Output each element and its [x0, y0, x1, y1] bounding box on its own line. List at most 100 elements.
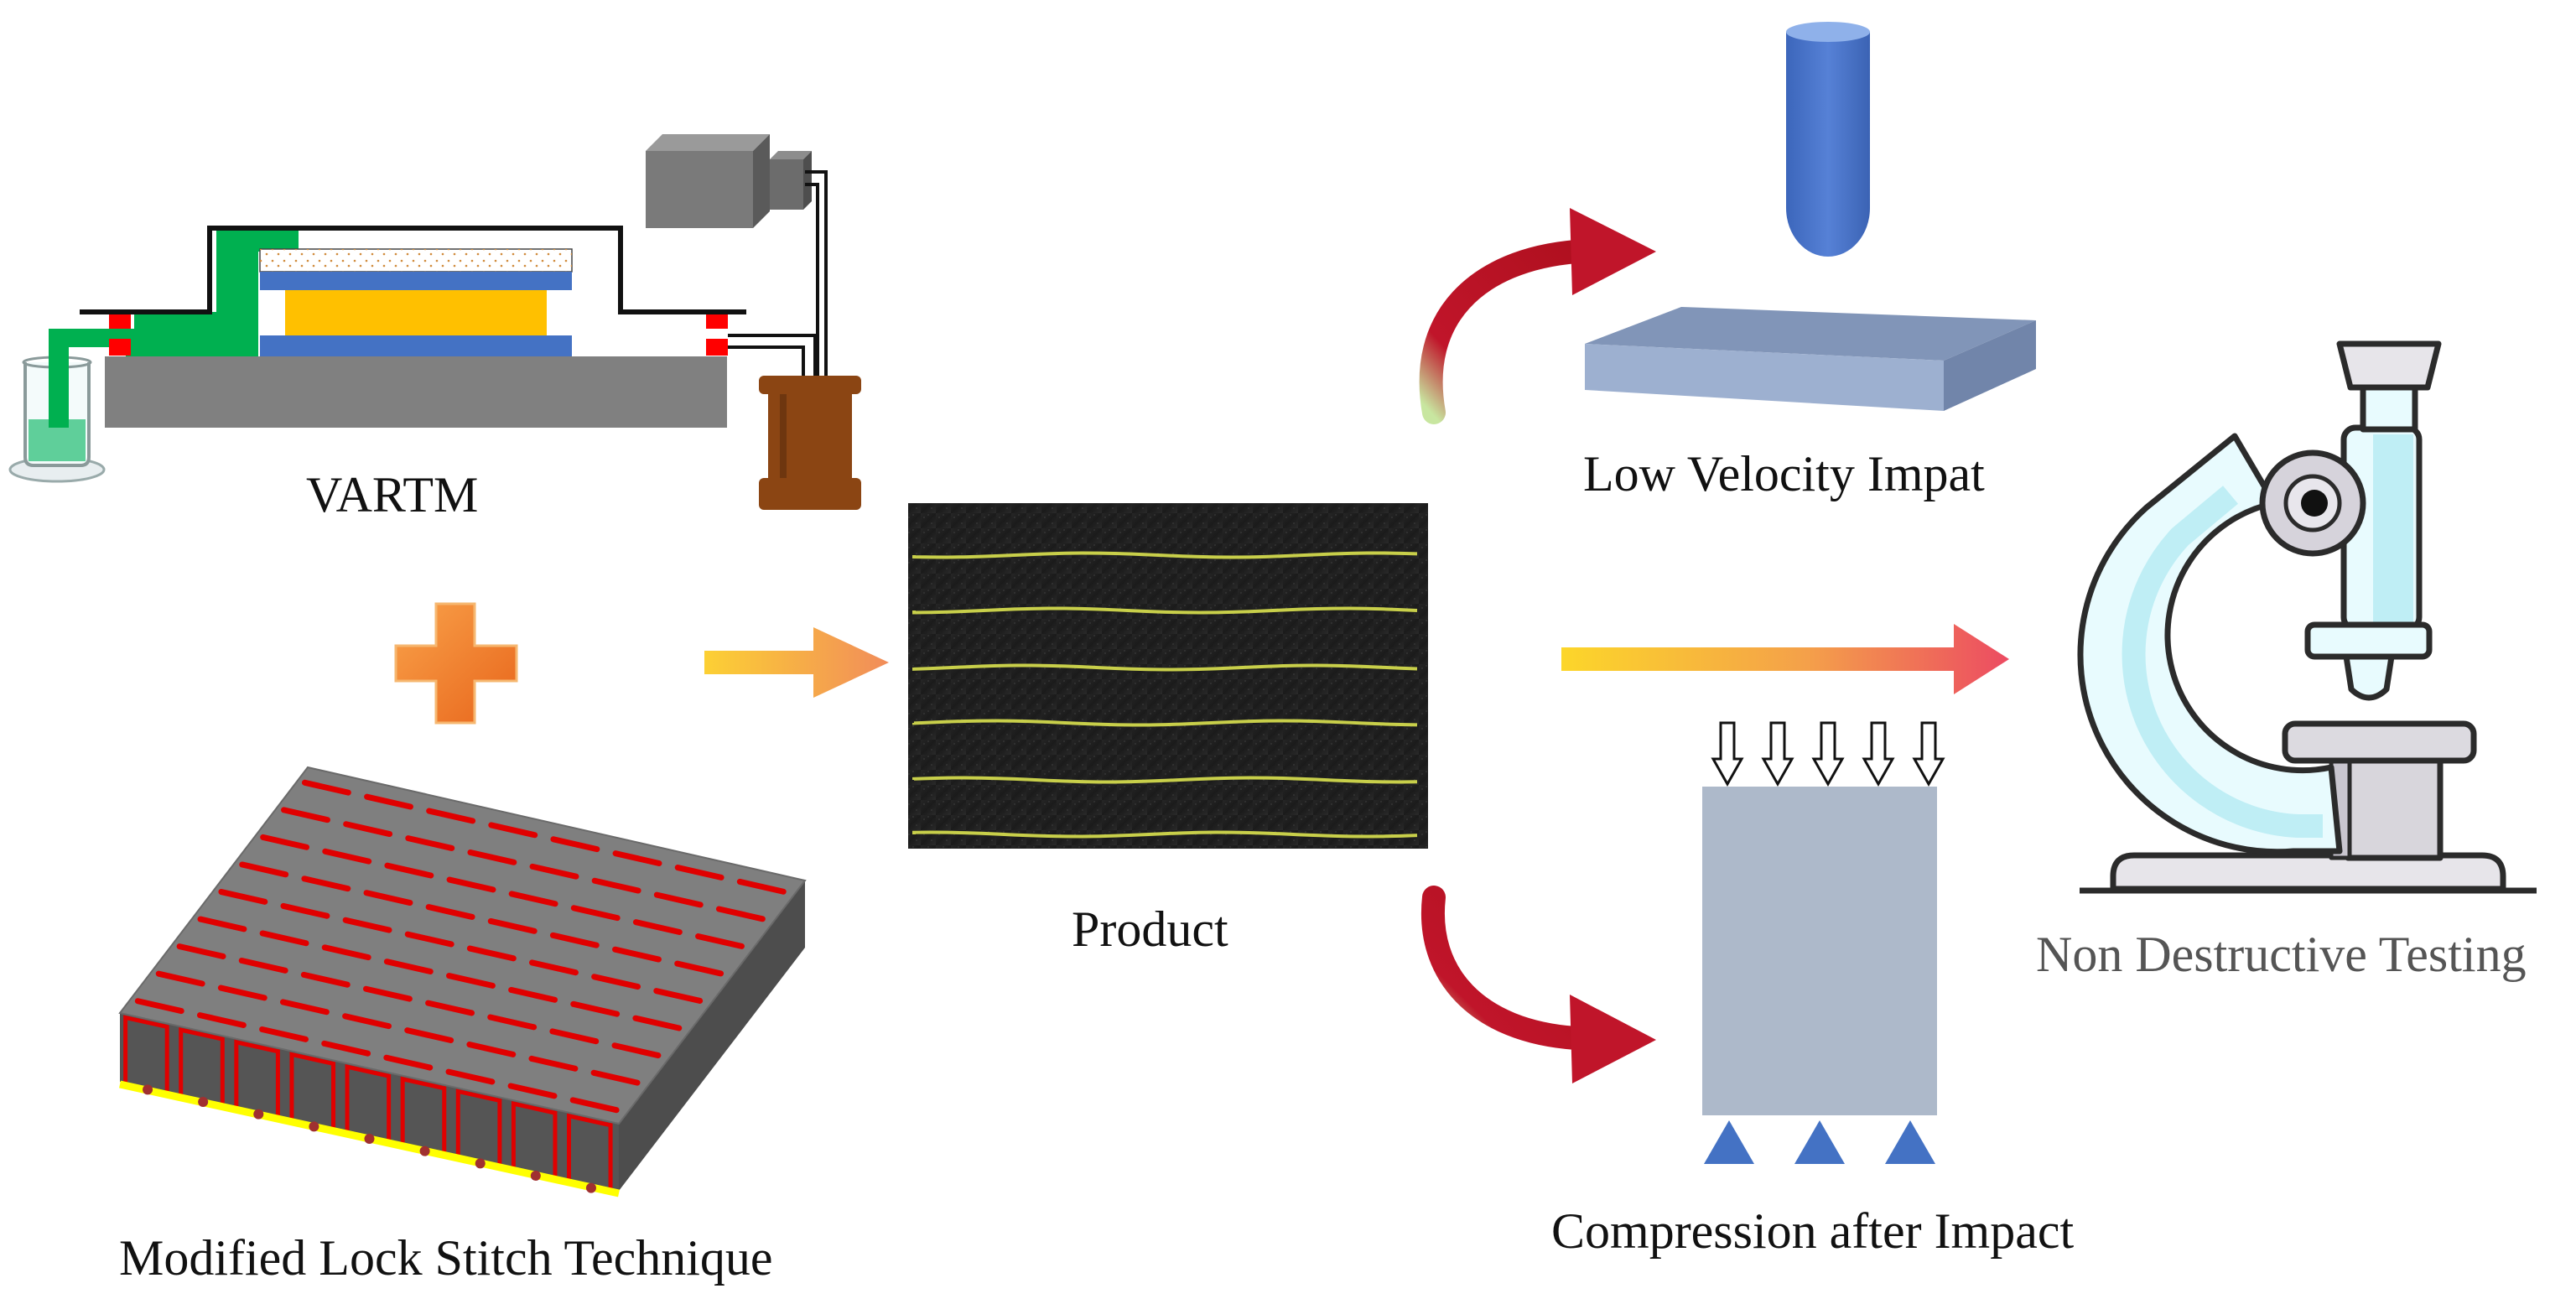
- support-triangle: [1794, 1120, 1845, 1164]
- stitch-knot: [198, 1097, 209, 1107]
- stitch-segment: [425, 904, 475, 920]
- stitch-segment: [487, 917, 538, 934]
- stitch-loop: [234, 1039, 280, 1117]
- arrow-to-ndt: [1561, 624, 2009, 694]
- stitch-loop: [511, 1101, 558, 1179]
- seal-left-bottom: [109, 339, 131, 356]
- load-arrow: [1761, 721, 1794, 787]
- core-layer: [285, 290, 547, 335]
- stitch-segment: [426, 808, 476, 824]
- stitch-loop: [567, 1113, 613, 1191]
- stitch-segment: [528, 1055, 579, 1072]
- stitch-segment: [446, 876, 496, 893]
- microscope-icon: [2077, 340, 2537, 894]
- load-arrow: [1711, 721, 1744, 787]
- caption-vartm: VARTM: [306, 467, 479, 522]
- support-triangle: [1704, 1120, 1754, 1164]
- stitch-segment: [259, 1026, 309, 1042]
- stitch-segment: [487, 1014, 538, 1031]
- curved-arrow-down: [1420, 886, 1656, 1083]
- stitch-segment: [674, 960, 724, 977]
- stitch-knot: [585, 1182, 596, 1193]
- caption-low-velocity-impact: Low Velocity Impat: [1583, 446, 1985, 501]
- stitch-loop: [345, 1064, 392, 1142]
- load-arrow: [1811, 721, 1845, 787]
- stitch-segment: [467, 849, 517, 865]
- seal-left-top: [109, 312, 131, 329]
- stitch-segment: [197, 916, 247, 933]
- stitch-segment: [362, 985, 413, 1002]
- stitch-segment: [715, 906, 766, 922]
- mold-base: [105, 356, 727, 428]
- stitch-segment: [364, 793, 413, 810]
- stitch-segment: [466, 945, 517, 962]
- product-stitch-line: [912, 719, 1418, 727]
- load-arrow: [1912, 721, 1945, 787]
- stitch-segment: [653, 988, 704, 1004]
- stitch-segment: [591, 877, 641, 894]
- stitch-segment: [549, 932, 600, 948]
- curved-arrow-up: [1419, 208, 1656, 424]
- stitch-segment: [279, 999, 330, 1016]
- stitch-knot: [143, 1084, 153, 1095]
- stitch-segment: [488, 822, 538, 839]
- caption-lock-stitch: Modified Lock Stitch Technique: [119, 1230, 773, 1286]
- stitch-segment: [591, 974, 641, 990]
- impact-plate: [1585, 307, 2036, 411]
- stitch-segment: [383, 959, 434, 975]
- stitch-segment: [321, 1040, 371, 1057]
- stitch-segment: [134, 998, 184, 1015]
- stitch-segment: [280, 902, 330, 919]
- stitch-loop: [455, 1088, 502, 1166]
- stitch-knot: [419, 1146, 430, 1156]
- stitch-segment: [155, 970, 205, 987]
- product-stitch-line: [912, 776, 1418, 784]
- stitch-segment: [550, 836, 600, 853]
- stitch-segment: [300, 971, 351, 988]
- support-triangle: [1885, 1120, 1935, 1164]
- stitch-segment: [508, 986, 558, 1003]
- seal-right-bottom: [706, 339, 728, 356]
- product-stitch-line: [912, 830, 1418, 839]
- stitch-segment: [343, 821, 393, 838]
- stitch-segment: [653, 891, 704, 908]
- vacuum-bag: [80, 226, 746, 314]
- stitch-segment: [321, 944, 371, 961]
- stitch-segment: [695, 933, 745, 949]
- stitch-loop: [289, 1052, 336, 1130]
- stitch-segment: [570, 905, 621, 922]
- stitch-segment: [466, 1042, 517, 1057]
- stitch-segment: [281, 807, 330, 823]
- stitch-segment: [238, 958, 288, 974]
- caption-compression-after-impact: Compression after Impact: [1551, 1203, 2075, 1259]
- stitch-segment: [425, 1000, 475, 1016]
- stitch-knot: [475, 1158, 486, 1169]
- cai-specimen: [1702, 721, 1945, 1164]
- arrow-to-product: [704, 627, 889, 698]
- stitch-segment: [674, 865, 724, 881]
- product-photo: [908, 503, 1428, 849]
- stitch-segment: [405, 835, 455, 851]
- stitch-knot: [309, 1121, 319, 1132]
- stitch-segment: [611, 1042, 662, 1059]
- stitch-segment: [260, 834, 310, 850]
- stitch-segment: [384, 862, 434, 879]
- stitch-knot: [253, 1109, 264, 1120]
- stitch-segment: [259, 930, 309, 947]
- stitch-segment: [508, 891, 558, 907]
- caption-non-destructive-testing: Non Destructive Testing: [2036, 927, 2527, 982]
- stitch-knot: [530, 1171, 541, 1181]
- stitch-segment: [239, 861, 289, 878]
- stitch-segment: [176, 943, 226, 959]
- product-stitch-line: [912, 663, 1418, 672]
- stitch-loop: [179, 1027, 225, 1105]
- fabric-layer-top: [260, 272, 572, 290]
- beaker-icon: [8, 352, 106, 483]
- stitch-segment: [632, 1015, 683, 1031]
- vartm-setup: [49, 226, 817, 428]
- lock-stitch-block: [118, 766, 807, 1197]
- fabric-layer-bottom: [260, 335, 572, 356]
- stitch-segment: [342, 1013, 392, 1030]
